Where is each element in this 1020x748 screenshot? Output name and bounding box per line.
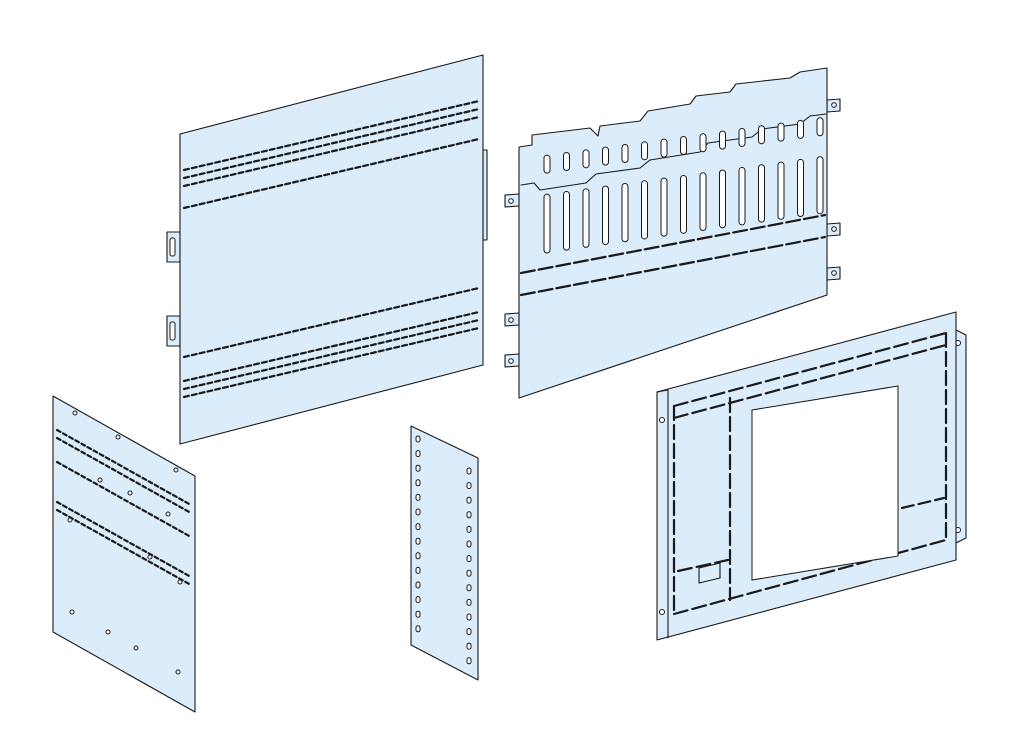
plate2-upper-slots [543,117,824,174]
plate4-face [410,425,479,681]
plate4-left-holes [415,435,421,633]
plate5-dashed-frame [672,331,948,616]
plate2-lower-slots [543,156,824,254]
plate2-tabs [504,98,841,368]
plate3-perforations [55,428,193,587]
plate2-perforation-lower [519,235,827,297]
plate4-right-holes [466,467,472,665]
narrow-side-plate [410,425,479,681]
plate5-small-cutout [698,562,721,584]
slotted-plate [504,67,841,399]
plate1-perforations [182,99,481,399]
plate2-bend-line [520,113,827,191]
plate2-face [518,67,828,399]
small-perforated-plate [52,395,196,713]
plate1-tab-upper-slot [169,237,176,257]
large-perforated-plate [166,54,488,445]
plate5-cutout [751,385,899,581]
plate5-left-fold [656,389,669,639]
cutout-frame-plate [656,311,967,641]
plate1-face [179,54,484,445]
plate3-holes [67,410,183,675]
plate1-tab-lower-slot [169,321,176,341]
plate1-tab-right [482,149,488,241]
plate2-perforation-upper [519,213,827,275]
plate3-face [52,395,196,713]
